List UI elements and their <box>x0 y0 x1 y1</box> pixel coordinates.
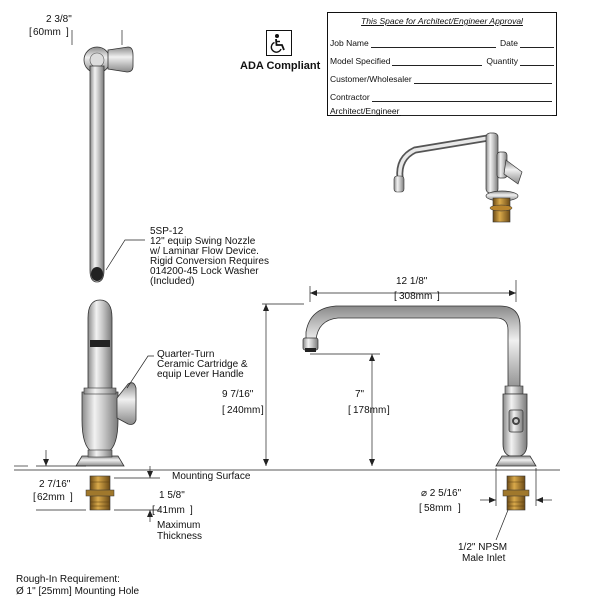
contractor-line[interactable] <box>371 92 552 102</box>
approval-form: This Space for Architect/Engineer Approv… <box>327 12 557 116</box>
callout-cartridge-0: Quarter-Turn <box>157 349 214 360</box>
callout-nozzle-0: 5SP-12 <box>150 226 184 237</box>
top-view: 2 3/8" [ 60mm ] 5SP-12 12" equip Swing N… <box>29 14 269 287</box>
dim-reach-bracket-r: ] <box>437 291 440 302</box>
dim-total-height-bracket-r: ] <box>261 405 264 416</box>
mounting-surface-label: Mounting Surface <box>172 471 251 482</box>
dim-flange-mm: 58mm <box>424 503 452 514</box>
dim-thickness-bracket-l: [ <box>152 505 155 516</box>
dim-spout-height-mm: 178mm <box>353 405 386 416</box>
dim-total-height-in: 9 7/16" <box>222 389 254 400</box>
architect-line[interactable] <box>401 106 552 116</box>
approval-title: This Space for Architect/Engineer Approv… <box>361 16 523 26</box>
quantity-line[interactable] <box>520 56 554 66</box>
callout-nozzle-4: 014200-45 Lock Washer <box>150 266 259 277</box>
callout-inlet-0: 1/2" NPSM <box>458 542 507 553</box>
dim-spout-height-bracket-r: ] <box>387 405 390 416</box>
dim-shank-bracket-l: [ <box>33 492 36 503</box>
callout-cartridge-1: Ceramic Cartridge & <box>157 359 248 370</box>
dim-total-height-mm: 240mm <box>227 405 260 416</box>
dim-shank-mm: 62mm <box>37 492 65 503</box>
dim-thickness-bracket-r: ] <box>190 505 193 516</box>
nozzle-top-view <box>89 65 105 283</box>
ada-label: ADA Compliant <box>240 60 321 72</box>
dim-spout-height-in: 7" <box>355 389 365 400</box>
front-view: 12 1/8" [ 308mm ] 9 7/16" [ 240mm ] 7" [… <box>222 276 552 564</box>
dim-flange-bracket-r: ] <box>458 503 461 514</box>
dim-reach-in: 12 1/8" <box>396 276 428 287</box>
rough-in-0: Rough-In Requirement: <box>16 574 120 585</box>
dim-shank-in: 2 7/16" <box>39 479 71 490</box>
handle-top-view <box>107 46 134 73</box>
approval-row-architect: Architect/Engineer <box>330 98 554 116</box>
dim-reach-bracket-l: [ <box>394 291 397 302</box>
dim-reach-mm: 308mm <box>399 291 432 302</box>
callout-cartridge-2: equip Lever Handle <box>157 369 244 380</box>
dim-flange-bracket-l: [ <box>419 503 422 514</box>
callout-max-thickness-0: Maximum <box>157 520 200 531</box>
dim-shank-bracket-r: ] <box>70 492 73 503</box>
rough-in-1: Ø 1" [25mm] Mounting Hole <box>16 586 139 597</box>
dim-flange-in: ⌀ 2 5/16" <box>421 488 462 499</box>
model-line[interactable] <box>392 56 483 66</box>
dim-thickness-in: 1 5/8" <box>159 490 185 501</box>
callout-inlet-1: Male Inlet <box>462 553 506 564</box>
dim-spout-height-bracket-l: [ <box>348 405 351 416</box>
dim-total-height-bracket-l: [ <box>222 405 225 416</box>
callout-nozzle-2: w/ Laminar Flow Device. <box>149 246 259 257</box>
isometric-view <box>393 132 523 223</box>
approval-row-job-name: Job Name Date <box>330 30 554 48</box>
callout-max-thickness-1: Thickness <box>157 531 202 542</box>
approval-row-model: Model Specified Quantity <box>330 48 554 66</box>
approval-row-customer: Customer/Wholesaler <box>330 66 554 84</box>
callout-nozzle-3: Rigid Conversion Requires <box>150 256 269 267</box>
dim-top-width-in: 2 3/8" <box>46 14 72 25</box>
side-view: Quarter-Turn Ceramic Cartridge & equip L… <box>14 299 248 542</box>
mounting-surface: Mounting Surface <box>14 469 560 482</box>
customer-line[interactable] <box>413 74 552 84</box>
callout-nozzle-1: 12" equip Swing Nozzle <box>150 236 256 247</box>
callout-nozzle-5: (Included) <box>150 276 194 287</box>
approval-row-contractor: Contractor <box>330 84 554 102</box>
dim-top-width-mm: 60mm <box>33 27 61 38</box>
wheelchair-icon <box>266 30 292 56</box>
dim-top-width-mm-bracket-r: ] <box>66 27 69 38</box>
dim-thickness-mm: 41mm <box>157 505 185 516</box>
dim-top-width-mm-bracket-l: [ <box>29 27 32 38</box>
job-name-line[interactable] <box>370 38 497 48</box>
date-line[interactable] <box>520 38 554 48</box>
